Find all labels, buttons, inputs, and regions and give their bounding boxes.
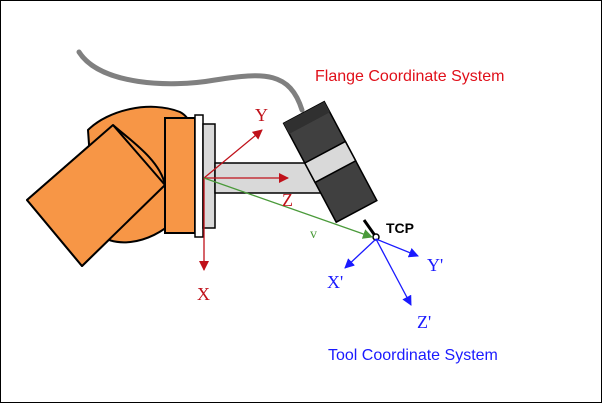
- flange-z-label: Z: [282, 190, 293, 210]
- vector-v-label: v: [310, 227, 317, 242]
- offset-vector-v: [203, 177, 373, 239]
- flange-y-axis: [203, 129, 263, 179]
- tool-z-axis: [375, 238, 412, 306]
- flange-plate: [194, 114, 204, 238]
- tcp-label: TCP: [386, 220, 414, 236]
- tool-x-axis: [344, 238, 377, 269]
- robot-arm: [26, 105, 198, 267]
- tool-y-label: Y': [427, 255, 443, 275]
- tool-title: Tool Coordinate System: [328, 347, 498, 364]
- flange-disc: [202, 123, 216, 229]
- tool-body: [282, 100, 378, 224]
- tool-x-label: X': [327, 272, 343, 292]
- tool-y-axis: [375, 238, 419, 258]
- flange-title: Flange Coordinate System: [315, 68, 504, 85]
- flange-y-label: Y: [255, 105, 268, 125]
- tool-cable: [76, 49, 305, 113]
- tool-z-label: Z': [417, 312, 431, 332]
- flange-x-label: X: [197, 284, 210, 304]
